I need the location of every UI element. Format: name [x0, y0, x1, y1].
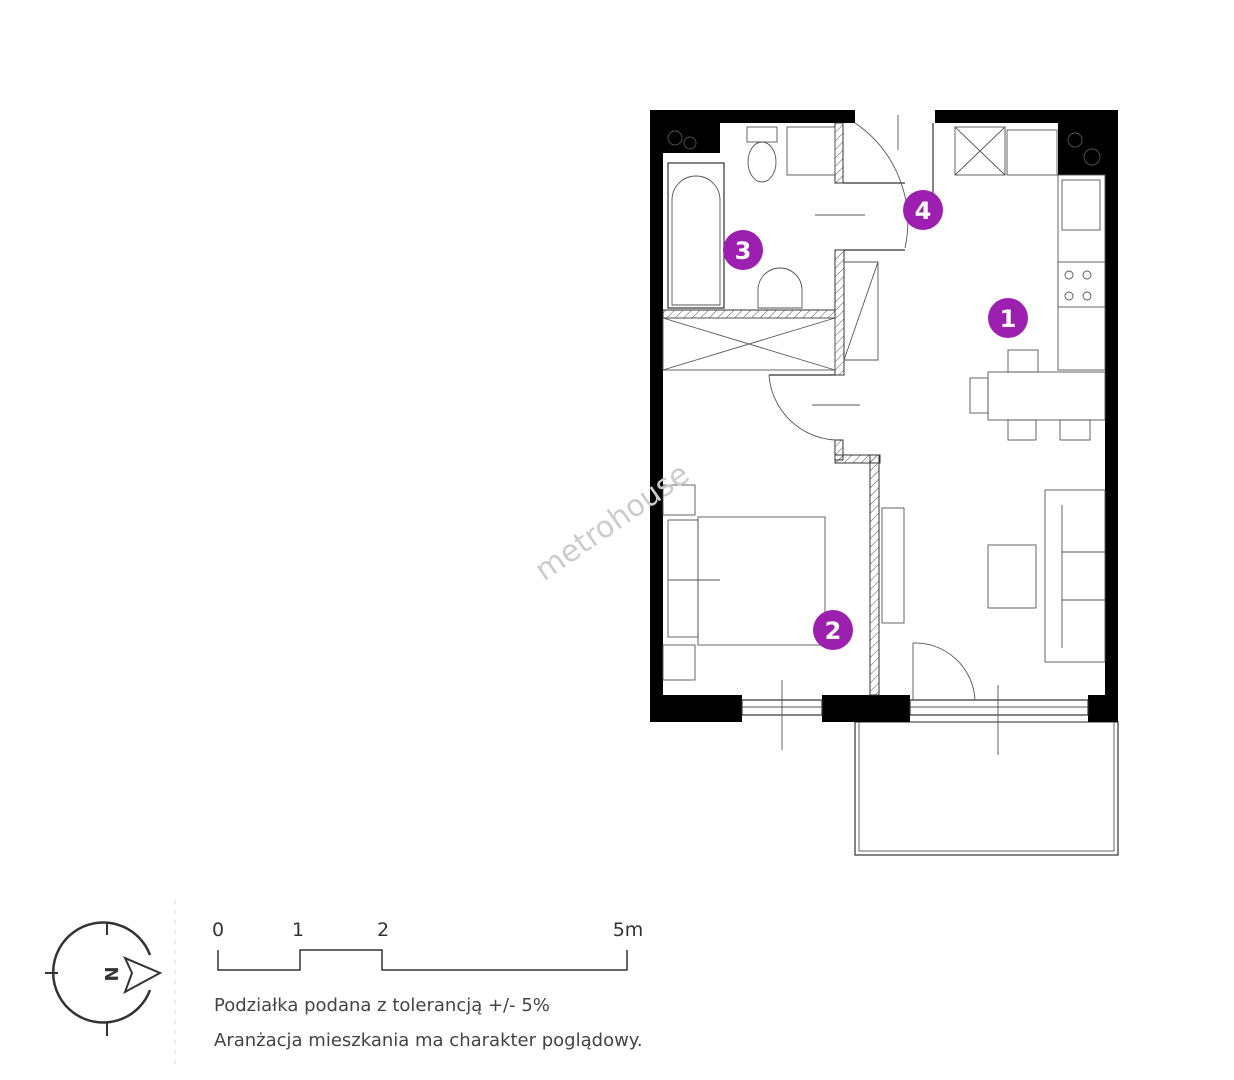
scale-tolerance-note: Podziałka podana z tolerancją +/- 5% [214, 995, 550, 1016]
bathroom-fixtures [662, 126, 879, 371]
bedroom-furniture [662, 484, 826, 681]
room-marker-3: 3 [723, 230, 763, 270]
compass-label: N [102, 966, 123, 981]
scale-tick-1: 1 [292, 919, 304, 941]
scale-tick-0: 0 [212, 919, 224, 941]
compass: N [45, 921, 163, 1036]
doors [768, 115, 976, 701]
north-arrow-icon [122, 956, 163, 995]
arrangement-note: Aranżacja mieszkania ma charakter pogląd… [214, 1030, 643, 1051]
svg-text:2: 2 [825, 617, 842, 645]
balcony [854, 721, 1119, 856]
svg-text:4: 4 [915, 197, 932, 225]
scale-tick-2: 2 [377, 919, 389, 941]
scale-tick-5m: 5m [613, 919, 644, 941]
svg-text:1: 1 [1000, 305, 1017, 333]
scale-bar: 0 1 2 5m [212, 919, 644, 971]
svg-text:3: 3 [735, 237, 752, 265]
watermark: metrohouse [529, 456, 696, 588]
kitchen [954, 126, 1106, 441]
exterior-walls [650, 110, 1118, 722]
windows [741, 680, 1089, 755]
room-marker-2: 2 [813, 610, 853, 650]
interior-walls [662, 122, 934, 696]
room-marker-4: 4 [903, 190, 943, 230]
room-marker-1: 1 [988, 298, 1028, 338]
living-room-furniture [987, 489, 1106, 663]
